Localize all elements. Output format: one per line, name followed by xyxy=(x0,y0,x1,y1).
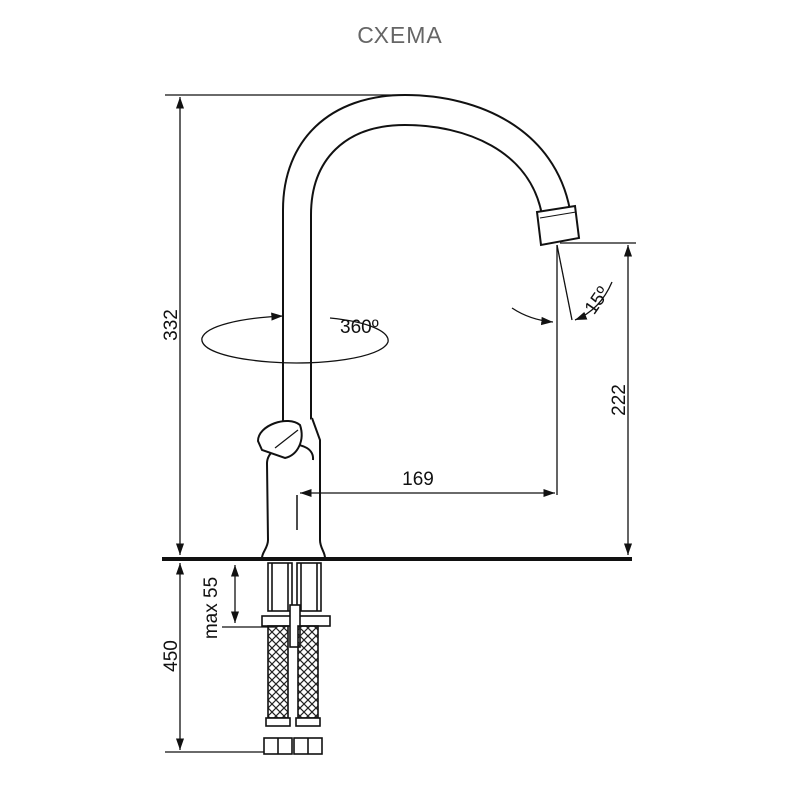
rotation-ellipse xyxy=(201,312,389,364)
label-222: 222 xyxy=(609,384,630,416)
faucet-body xyxy=(256,417,327,559)
label-332: 332 xyxy=(161,309,182,341)
label-450: 450 xyxy=(161,640,182,672)
label-max-55: max 55 xyxy=(201,577,222,639)
supply-hoses xyxy=(261,562,331,755)
label-169: 169 xyxy=(402,469,434,490)
diagram-title: СХЕМА xyxy=(357,22,443,48)
label-360: 360º xyxy=(340,317,379,338)
faucet-spout xyxy=(282,93,581,430)
dimension-arrows xyxy=(175,97,633,750)
